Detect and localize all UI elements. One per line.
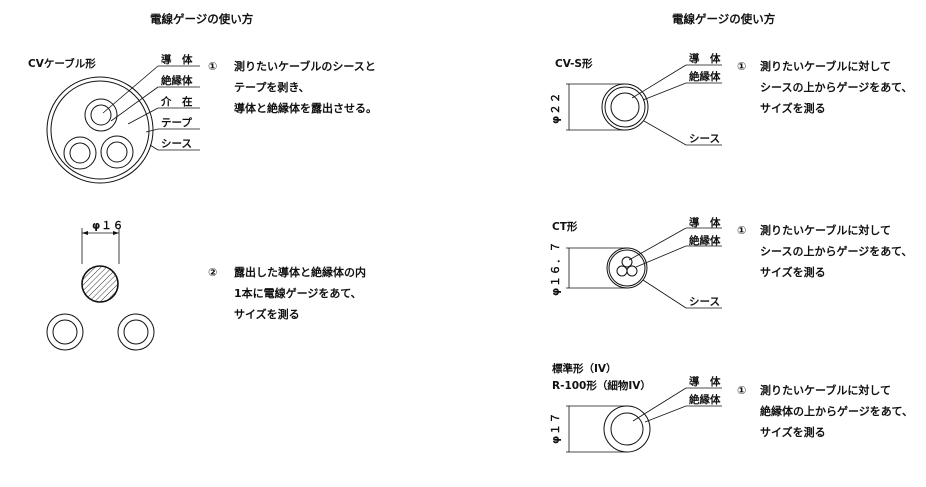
iv-label-conductor: 導 体 [689, 375, 721, 388]
cv-step-number: ① [208, 60, 217, 73]
iv-dim-label: φ１７ [550, 412, 562, 444]
cv-cable-name: CVケーブル形 [28, 57, 96, 70]
cv-leaders [102, 65, 200, 151]
ct-step-line-1: 測りたいケーブルに対して [760, 223, 891, 237]
cvs-dim-label: φ２２ [550, 92, 562, 124]
core-cross-sections [46, 265, 155, 351]
cvs-label-insulation: 絶縁体 [689, 70, 721, 83]
ct-label-insulation: 絶縁体 [689, 234, 721, 247]
cv-step-line-3: 導体と絶縁体を露出させる。 [234, 101, 377, 115]
left-title: 電線ゲージの使い方 [150, 12, 253, 26]
cv-step-line-1: 測りたいケーブルのシースと [234, 59, 376, 73]
cvs-label-sheath: シース [689, 133, 720, 145]
iv-step-line-3: サイズを測る [760, 425, 826, 439]
iv-cross-section [566, 387, 722, 453]
cvs-label-conductor: 導 体 [689, 52, 721, 65]
ct-step-number: ① [737, 224, 746, 237]
cv-label-sheath: シース [161, 138, 192, 150]
iv-step-line-2: 絶縁体の上からゲージをあて、 [760, 404, 913, 418]
cvs-step-number: ① [737, 60, 746, 73]
ct-cross-section [566, 227, 722, 309]
ct-label-sheath: シース [689, 296, 720, 308]
cv-step-line-2: テープを剥き、 [234, 80, 310, 94]
core-step-number: ② [208, 266, 217, 279]
core-step-line-3: サイズを測る [234, 307, 300, 321]
core-step-line-2: 1本に電線ゲージをあて、 [234, 286, 362, 300]
iv-step-line-1: 測りたいケーブルに対して [760, 383, 891, 397]
core-dimension [81, 228, 120, 264]
cv-label-filler: 介 在 [160, 95, 193, 108]
core-dim-label: φ１６ [92, 220, 124, 232]
iv-name-2: R-100形（細物IV） [552, 379, 651, 392]
cvs-step-line-3: サイズを測る [760, 101, 826, 115]
iv-step-number: ① [737, 384, 746, 397]
ct-label-conductor: 導 体 [689, 216, 721, 229]
cv-label-conductor: 導 体 [161, 53, 193, 66]
ct-step-line-3: サイズを測る [760, 265, 826, 279]
cvs-name: CV-S形 [555, 58, 593, 70]
core-step-line-1: 露出した導体と絶縁体の内 [234, 265, 366, 279]
right-title: 電線ゲージの使い方 [672, 12, 775, 26]
cvs-cross-section [566, 64, 722, 146]
iv-label-insulation: 絶縁体 [689, 393, 721, 406]
ct-name: CT形 [552, 221, 578, 233]
cv-label-insulation: 絶縁体 [161, 74, 193, 87]
cvs-step-line-2: シースの上からゲージをあて、 [760, 80, 912, 94]
cvs-step-line-1: 測りたいケーブルに対して [760, 59, 891, 73]
cv-cable-cross-section [46, 76, 154, 184]
iv-name: 標準形（IV） [552, 362, 617, 375]
ct-dim-label: φ１６．７ [550, 241, 562, 296]
ct-step-line-2: シースの上からゲージをあて、 [760, 244, 912, 258]
cv-label-tape: テープ [161, 116, 192, 129]
